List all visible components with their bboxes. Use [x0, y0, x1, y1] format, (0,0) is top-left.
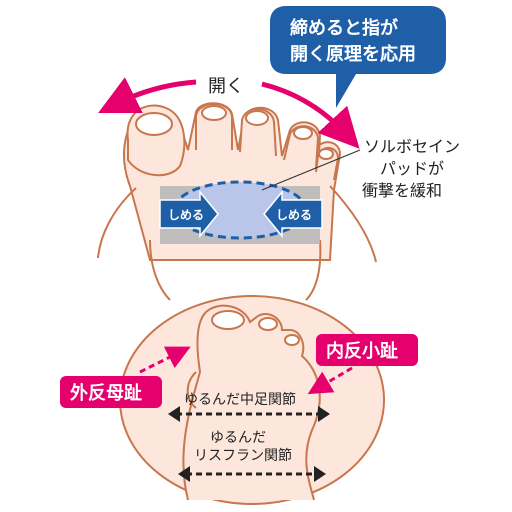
- callout-bubble: 締めると指が 開く原理を応用: [270, 6, 446, 108]
- bottom-foot-outline: [182, 304, 321, 501]
- toe-4-nail: [293, 126, 313, 140]
- callout-line2: 開く原理を応用: [290, 43, 416, 65]
- compression-band: しめる しめる: [159, 180, 323, 244]
- left-squeeze-label: しめる: [168, 208, 204, 222]
- bunionette-label: 内反小趾: [326, 340, 398, 362]
- pad-note-line1: ソルボセイン: [364, 137, 460, 156]
- hallux-label-box: [60, 376, 162, 408]
- bottom-big-toe-nail: [211, 310, 245, 330]
- spread-arrow-left: [98, 77, 197, 113]
- leg-left-line: [97, 187, 137, 259]
- hallux-arrow: [139, 346, 191, 374]
- heel-line-right: [305, 239, 322, 301]
- right-squeeze-arrow: [263, 189, 323, 239]
- toe-3-nail: [245, 110, 269, 126]
- pad-note-line2: パッドが: [380, 159, 444, 178]
- hallux-label: 外反母趾: [70, 382, 142, 404]
- heel-line-left: [149, 239, 171, 301]
- lisfranc-arrow-right-head: [314, 466, 326, 482]
- leg-right-line: [329, 185, 377, 263]
- lisfranc-arrow-left-head: [178, 466, 190, 482]
- big-toe-nail: [135, 112, 173, 136]
- right-squeeze-label: しめる: [276, 208, 312, 222]
- spread-arrow-right: [261, 81, 360, 149]
- pad-note-line3: 衝撃を緩和: [362, 181, 442, 200]
- bunionette-label-box: [316, 334, 418, 366]
- bunionette-arrow: [307, 366, 353, 395]
- toe-5-nail: [318, 148, 334, 160]
- left-squeeze-arrow: [159, 189, 219, 239]
- midfoot-arrow-right-head: [318, 406, 330, 422]
- lisfranc-label-line2: リスフラン関節: [194, 447, 292, 464]
- callout-shape: [270, 6, 446, 108]
- bottom-toe-nail-2: [258, 317, 278, 331]
- lisfranc-label-line1: ゆるんだ: [210, 430, 266, 446]
- bunion-bump: [186, 371, 197, 409]
- midfoot-joint-indicator: ゆるんだ中足関節: [168, 391, 330, 422]
- bottom-toe-nail-3: [284, 334, 300, 346]
- lisfranc-joint-indicator: ゆるんだ リスフラン関節: [178, 430, 326, 482]
- midfoot-joint-label: ゆるんだ中足関節: [184, 391, 296, 408]
- pad-leader-line: [261, 149, 361, 191]
- callout-line1: 締めると指が: [290, 17, 398, 39]
- spread-label: 開く: [208, 76, 244, 97]
- toe-2-nail: [201, 105, 227, 121]
- midfoot-arrow-left-head: [168, 406, 180, 422]
